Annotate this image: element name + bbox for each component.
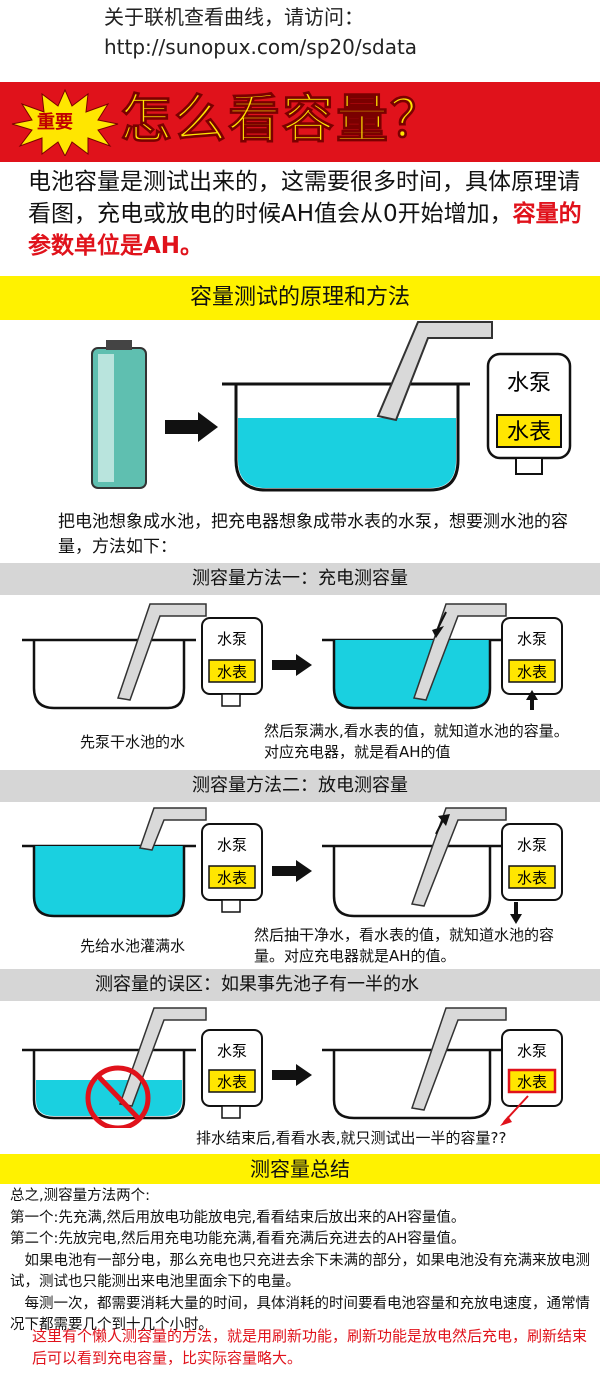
svg-text:水泵: 水泵	[217, 1042, 247, 1060]
pipe-left	[118, 1007, 207, 1107]
intro-highlight: 容量的参数单位是AH。	[28, 201, 582, 259]
empty-pool	[322, 844, 502, 918]
pipe-left	[117, 603, 207, 701]
top-note-line1: 关于联机查看曲线，请访问：	[104, 5, 364, 29]
summary-body: 总之,测容量方法两个: 第一个:先充满,然后用放电功能放电完,看看结束后放出来的…	[10, 1186, 595, 1337]
pump-pipe	[376, 321, 493, 422]
pump-box-left: 水泵 水表	[201, 617, 263, 707]
summary-line-1: 第一个:先充满,然后用放电功能放电完,看看结束后放出来的AH容量值。	[10, 1209, 466, 1226]
principle-title: 容量测试的原理和方法	[0, 276, 600, 320]
svg-text:水泵: 水泵	[217, 630, 247, 648]
empty-pool	[22, 638, 196, 710]
method1-title: 测容量方法一：充电测容量	[0, 563, 600, 595]
important-tag: 重要	[37, 112, 73, 133]
method2-diagram: 水泵 水表 水泵 水表	[22, 807, 563, 924]
svg-text:水表: 水表	[217, 1073, 247, 1091]
full-pool	[322, 638, 502, 710]
principle-description: 把电池想象成水池，把充电器想象成带水表的水泵，想要测水池的容量，方法如下：	[58, 512, 568, 557]
mistake-caption: 排水结束后,看看水表,就只测试出一半的容量??	[196, 1129, 507, 1147]
mistake-title: 测容量的误区：如果事先池子有一半的水	[0, 969, 600, 1001]
meter-label: 水表	[507, 420, 551, 445]
title-banner: 重要 怎么看容量？	[0, 82, 600, 162]
burst-icon	[11, 88, 119, 156]
battery-icon	[91, 340, 147, 489]
method1-left-caption: 先泵干水池的水	[80, 733, 186, 751]
pump-box-right: 水泵 水表	[501, 823, 563, 924]
method1-diagram: 水泵 水表 水泵 水表	[22, 603, 563, 710]
pump-box-left: 水泵 水表	[201, 1029, 263, 1119]
svg-text:水泵: 水泵	[517, 1042, 547, 1060]
pump-label: 水泵	[507, 371, 551, 396]
top-note: 关于联机查看曲线，请访问： http://sunopux.com/sp20/sd…	[104, 2, 417, 62]
intro-text: 电池容量是测试出来的，这需要很多时间，具体原理请看图，充电或放电的时候AH值会从…	[28, 166, 588, 262]
top-note-url[interactable]: http://sunopux.com/sp20/sdata	[104, 35, 418, 59]
svg-text:水泵: 水泵	[217, 836, 247, 854]
arrow-right-icon	[272, 1064, 312, 1086]
svg-text:水泵: 水泵	[517, 630, 547, 648]
prohibited-icon	[85, 1065, 151, 1128]
summary-line-4: 每测一次，都需要消耗大量的时间，具体消耗的时间要看电池容量和充放电速度，通常情况…	[10, 1295, 590, 1334]
summary-line-0: 总之,测容量方法两个:	[10, 1188, 150, 1204]
lazy-method-note: 这里有个懒人测容量的方法，就是用刷新功能，刷新功能是放电然后充电，刷新结束后可以…	[32, 1327, 588, 1367]
method2-left-caption: 先给水池灌满水	[80, 937, 186, 955]
method2-right-caption: 然后抽干净水，看水表的值，就知道水池的容量。对应充电器就是AH的值。	[254, 926, 555, 965]
mistake-diagram: 水泵 水表 水泵 水表	[22, 1007, 563, 1128]
pump-box-left: 水泵 水表	[201, 823, 263, 913]
svg-text:水表: 水表	[517, 663, 547, 681]
svg-text:水表: 水表	[217, 869, 247, 887]
banner-title: 怎么看容量？	[119, 90, 445, 151]
pump-box-right: 水泵 水表	[501, 617, 563, 710]
water-pool	[222, 382, 470, 492]
arrow-in-icon	[437, 611, 447, 629]
pump-box-right: 水泵 水表	[500, 1029, 563, 1126]
empty-pool	[322, 1048, 502, 1120]
intro-body: 电池容量是测试出来的，这需要很多时间，具体原理请看图，充电或放电的时候AH值会从…	[28, 169, 580, 227]
method1-right-caption: 然后泵满水,看水表的值，就知道水池的容量。对应充电器，就是看AH的值	[264, 722, 569, 761]
pump-box: 水泵 水表	[486, 352, 572, 475]
full-pool	[22, 844, 196, 918]
svg-text:水泵: 水泵	[517, 836, 547, 854]
svg-text:水表: 水表	[217, 663, 247, 681]
pipe-right	[410, 807, 507, 907]
method2-title: 测容量方法二：放电测容量	[0, 770, 600, 802]
principle-diagram: 水泵 水表	[91, 321, 572, 492]
svg-text:水表: 水表	[517, 1073, 547, 1091]
summary-title: 测容量总结	[0, 1154, 600, 1184]
summary-line-2: 第二个:先放完电,然后用充电功能充满,看看充满后充进去的AH容量值。	[10, 1231, 466, 1247]
arrow-right-icon	[272, 654, 312, 676]
svg-text:水表: 水表	[517, 869, 547, 887]
pipe-right	[413, 603, 507, 701]
arrow-right-icon	[165, 412, 218, 442]
pipe-left	[138, 807, 207, 851]
pipe-right	[411, 1007, 507, 1111]
summary-line-3: 如果电池有一部分电，那么充电也只充进去余下未满的部分，如果电池没有充满来放电测试…	[10, 1252, 590, 1291]
arrow-right-icon	[272, 860, 312, 882]
